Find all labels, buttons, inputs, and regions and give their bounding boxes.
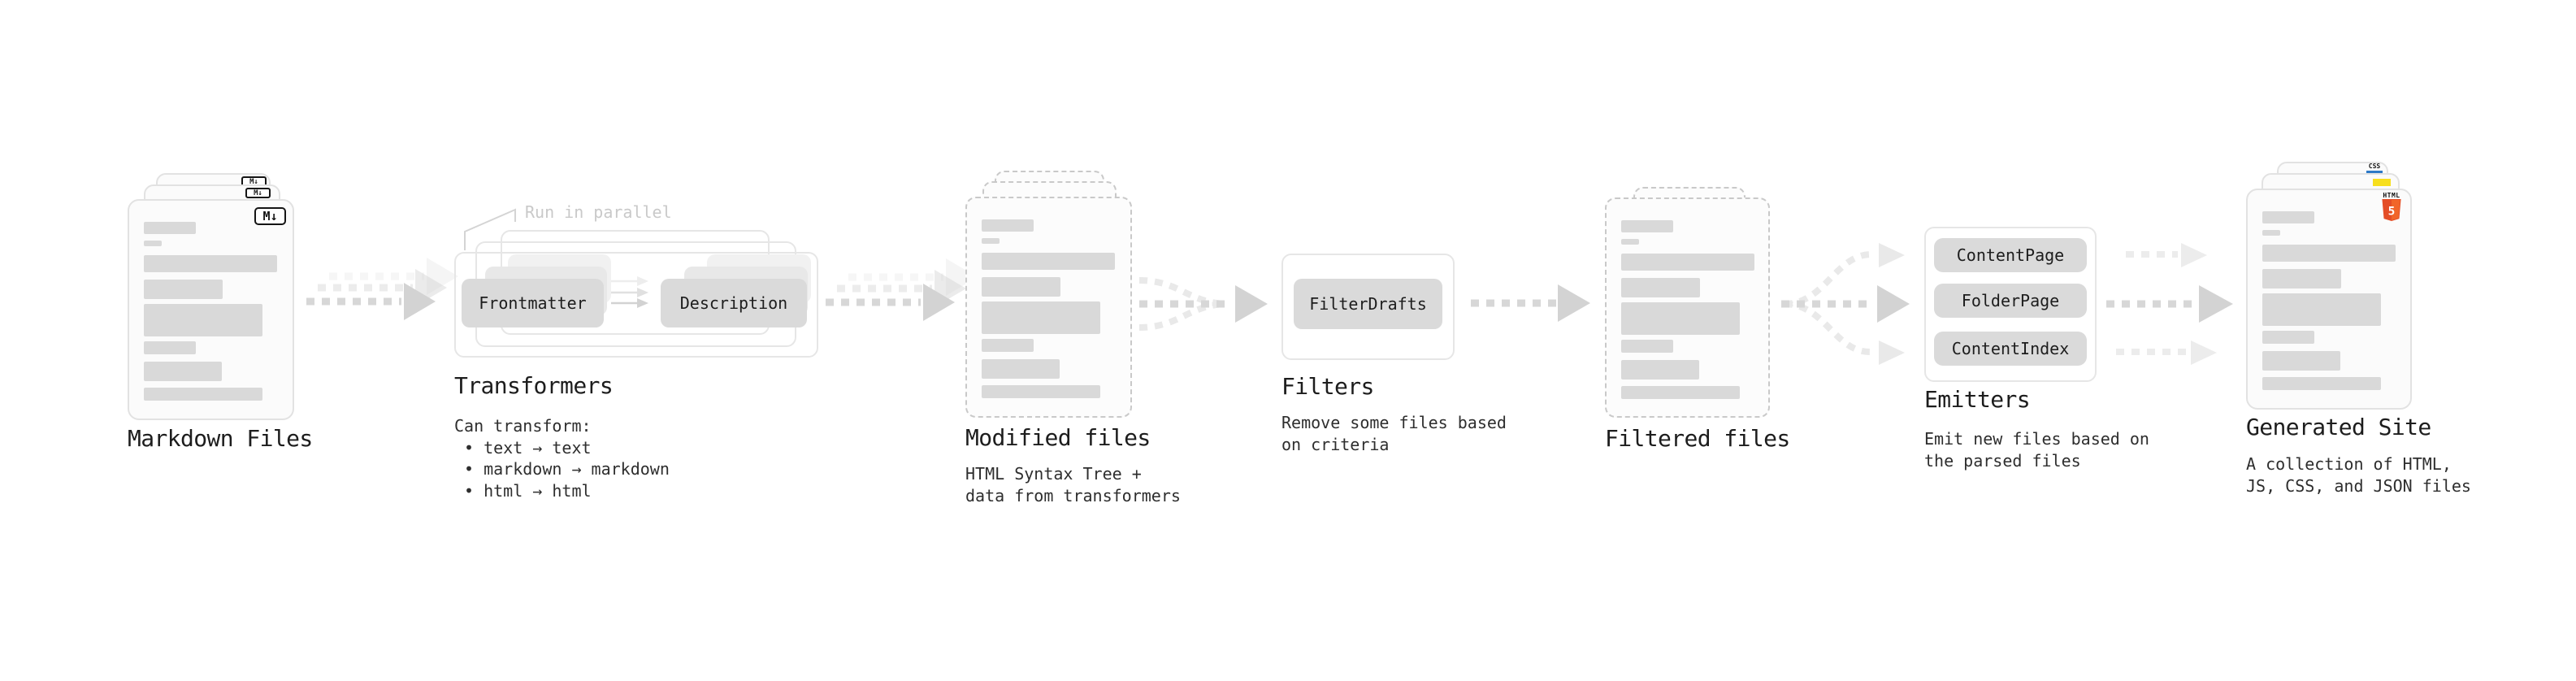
bullet-item: • text → text (464, 437, 592, 458)
filters-description: Remove some files based on criteria (1281, 412, 1507, 455)
javascript-icon (2373, 179, 2391, 186)
placeholder-bar (982, 277, 1060, 297)
placeholder-bar (1621, 386, 1740, 399)
placeholder-bar (2262, 211, 2314, 223)
placeholder-bar (144, 362, 222, 381)
description-line: A collection of HTML, (2246, 454, 2452, 474)
html5-icon: HTML 5 (2380, 192, 2403, 221)
run-in-parallel-note: Run in parallel (525, 202, 672, 222)
placeholder-bar (144, 341, 196, 354)
description-line: Emit new files based on (1924, 429, 2149, 449)
transformers-description: Can transform: • text → text • markdown … (454, 415, 670, 501)
css-icon-label: CSS (2368, 163, 2381, 170)
arrow-merge-modified-to-filters (1138, 277, 1268, 331)
stage-title-modified-files: Modified files (965, 424, 1151, 451)
stage-title-emitters: Emitters (1924, 386, 2031, 413)
placeholder-bar (982, 359, 1060, 379)
description-line: the parsed files (1924, 450, 2081, 471)
arrow-split-filtered-to-emitters (1781, 243, 1910, 365)
placeholder-bar (144, 222, 196, 234)
arrow-markdown-to-transformers (306, 258, 458, 320)
description-line: HTML Syntax Tree + (965, 464, 1142, 484)
placeholder-bar (2262, 377, 2381, 390)
stage-title-filtered-files: Filtered files (1605, 425, 1790, 452)
modified-file-card (965, 197, 1132, 418)
description-line: on criteria (1281, 434, 1390, 454)
filterdrafts-pill: FilterDrafts (1294, 279, 1442, 329)
placeholder-bar (1621, 278, 1700, 297)
stage-title-filters: Filters (1281, 373, 1374, 400)
modified-files-description: HTML Syntax Tree + data from transformer… (965, 463, 1181, 506)
placeholder-bar (1621, 360, 1699, 380)
placeholder-bar (982, 301, 1100, 334)
contentindex-pill: ContentIndex (1934, 332, 2087, 366)
placeholder-bar (982, 219, 1034, 232)
placeholder-bar (982, 385, 1100, 398)
placeholder-bar (144, 304, 262, 336)
css-icon-underline (2366, 171, 2383, 173)
transformer-box-front (454, 252, 818, 358)
emitters-description: Emit new files based on the parsed files (1924, 428, 2149, 471)
markdown-file-card (128, 199, 294, 420)
placeholder-bar (1621, 302, 1740, 335)
placeholder-bar (1621, 239, 1639, 245)
arrows-emitters-to-generated (2106, 243, 2233, 365)
placeholder-bar (1621, 340, 1673, 353)
arrow-filters-to-filtered (1471, 284, 1590, 322)
generated-site-description: A collection of HTML, JS, CSS, and JSON … (2246, 453, 2471, 497)
placeholder-bar (2262, 351, 2340, 371)
html5-shield: 5 (2382, 199, 2401, 221)
placeholder-bar (982, 339, 1034, 352)
contentpage-pill: ContentPage (1934, 238, 2087, 272)
placeholder-bar (1621, 254, 1754, 271)
bullet-item: • html → html (464, 480, 592, 501)
placeholder-bar (2262, 331, 2314, 344)
description-line: Can transform: (454, 416, 592, 436)
placeholder-bar (144, 241, 162, 246)
folderpage-pill: FolderPage (1934, 284, 2087, 318)
stage-title-generated-site: Generated Site (2246, 414, 2431, 440)
placeholder-bar (144, 280, 223, 299)
filtered-file-card (1605, 197, 1770, 418)
placeholder-bar (2262, 245, 2396, 262)
description-line: JS, CSS, and JSON files (2246, 475, 2471, 496)
stage-title-transformers: Transformers (454, 372, 614, 399)
frontmatter-pill: Frontmatter (462, 279, 604, 327)
placeholder-bar (144, 255, 277, 272)
description-line: Remove some files based (1281, 413, 1507, 432)
placeholder-bar (2262, 230, 2280, 236)
css-icon: CSS (2366, 163, 2383, 173)
emitters-box (1924, 227, 2097, 382)
placeholder-bar (2262, 293, 2381, 326)
placeholder-bar (2262, 269, 2341, 288)
generated-site-card (2246, 189, 2412, 410)
stage-title-markdown-files: Markdown Files (128, 425, 313, 452)
description-line: data from transformers (965, 485, 1181, 505)
placeholder-bar (982, 238, 1000, 244)
markdown-icon: M↓ (254, 207, 286, 225)
markdown-icon: M↓ (245, 188, 271, 198)
filters-box (1281, 254, 1455, 360)
placeholder-bar (1621, 220, 1673, 232)
arrow-transformers-to-modified (826, 258, 978, 321)
placeholder-bar (982, 253, 1115, 270)
placeholder-bar (144, 388, 262, 401)
html5-icon-label: HTML (2383, 192, 2400, 199)
description-pill: Description (661, 279, 807, 327)
bullet-item: • markdown → markdown (464, 459, 670, 479)
html5-icon-number: 5 (2388, 205, 2396, 218)
